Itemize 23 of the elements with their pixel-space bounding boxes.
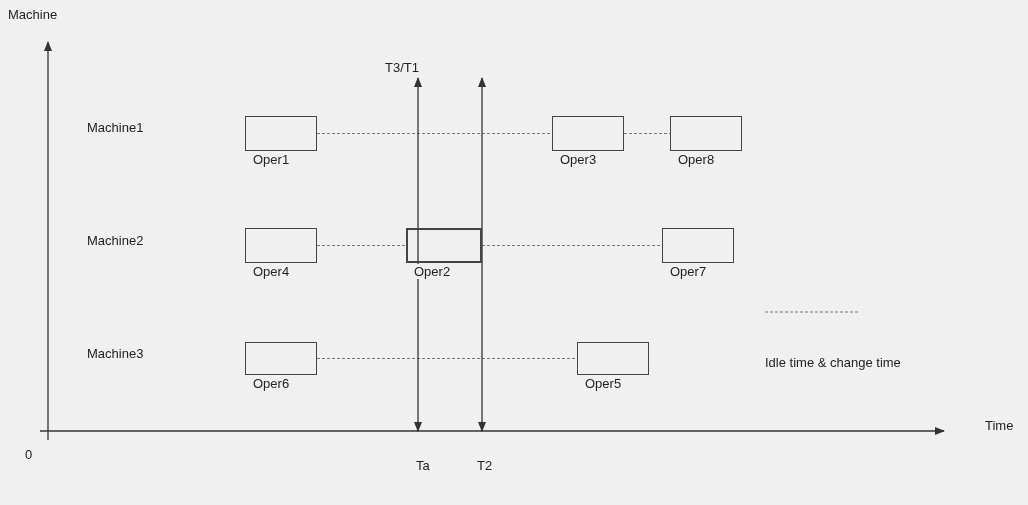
time-label: T3/T1 (385, 60, 419, 75)
origin-label: 0 (25, 447, 33, 462)
operation-label: Oper6 (253, 376, 290, 391)
machine-label: Machine2 (87, 233, 144, 248)
operation-label: Oper5 (585, 376, 622, 391)
axis-title: Machine (8, 7, 58, 22)
legend-label: Idle time & change time (765, 355, 901, 370)
machine-label: Machine3 (87, 346, 144, 361)
idle-time-line (316, 245, 407, 246)
operation-label: Oper1 (253, 152, 290, 167)
axis-title: Time (985, 418, 1014, 433)
operation-label: Oper4 (253, 264, 290, 279)
machine-label: Machine1 (87, 120, 144, 135)
operation-label: Oper2 (414, 264, 451, 279)
time-label: Ta (416, 458, 430, 473)
idle-time-line (481, 245, 663, 246)
idle-time-line (316, 133, 553, 134)
idle-time-line (316, 358, 578, 359)
idle-time-line (623, 133, 671, 134)
operation-label: Oper7 (670, 264, 707, 279)
operation-label: Oper3 (560, 152, 597, 167)
operation-label: Oper8 (678, 152, 715, 167)
time-label: T2 (477, 458, 493, 473)
